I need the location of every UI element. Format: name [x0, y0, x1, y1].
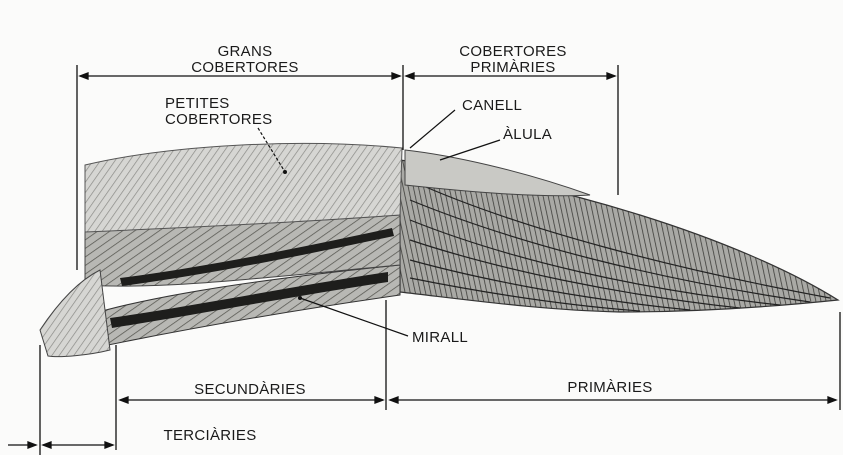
label-canell: CANELL — [462, 98, 522, 114]
label-secundaries: SECUNDÀRIES — [150, 382, 350, 398]
tertials-feathers — [40, 270, 110, 357]
label-terciaries: TERCIÀRIES — [135, 428, 285, 444]
label-cobertores-primaries: COBERTORES PRIMÀRIES — [428, 44, 598, 76]
label-mirall: MIRALL — [412, 330, 468, 346]
label-grans-cobertores: GRANS COBERTORES — [165, 44, 325, 76]
label-alula: ÀLULA — [503, 127, 552, 143]
label-primaries: PRIMÀRIES — [520, 380, 700, 396]
label-petites-cobertores: PETITES COBERTORES — [165, 96, 272, 128]
